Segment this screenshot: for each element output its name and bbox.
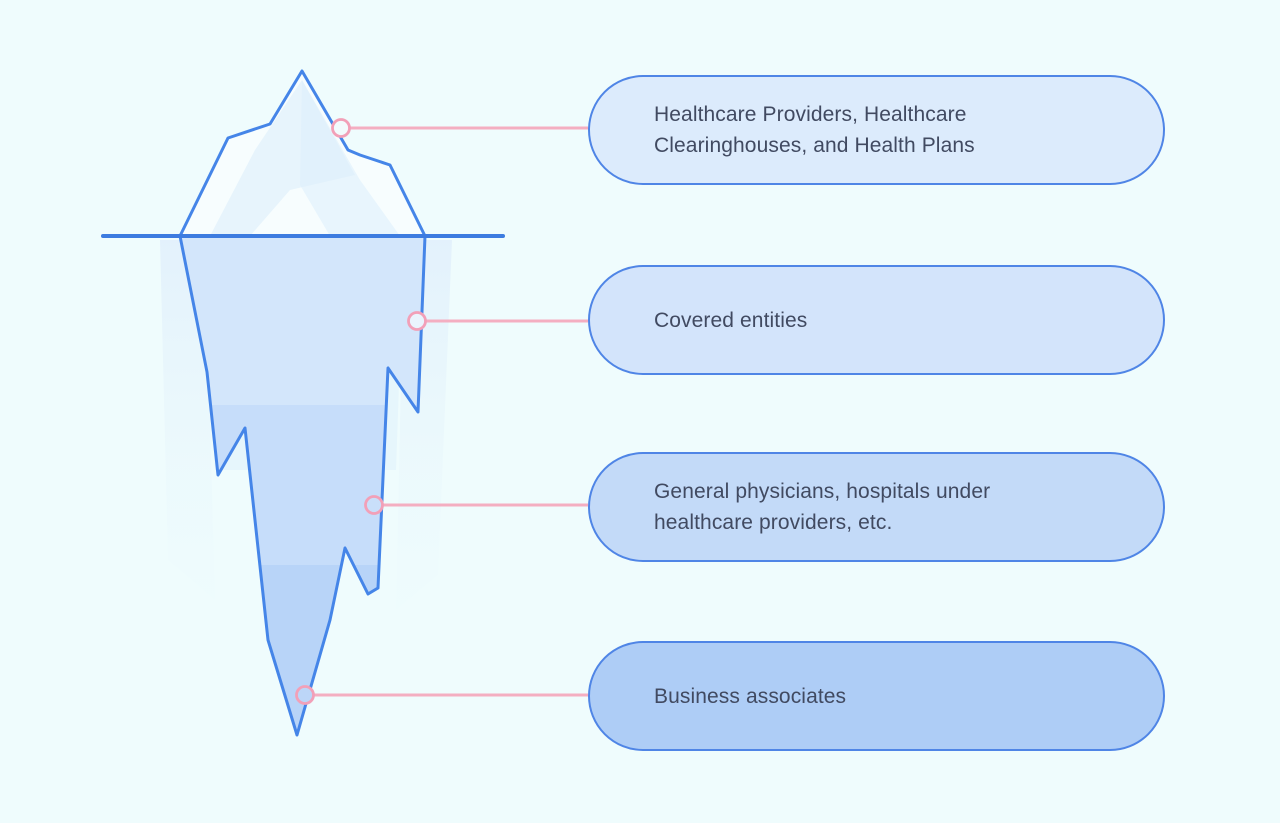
callout-marker-4[interactable] [295,685,315,705]
callout-marker-2[interactable] [407,311,427,331]
callout-label-2[interactable]: Covered entities [588,265,1165,375]
callout-marker-3[interactable] [364,495,384,515]
callout-label-4-text: Business associates [654,684,847,708]
callout-connectors [312,126,588,697]
callout-label-3-text: General physicians, hospitals under heal… [654,480,991,534]
callout-label-2-text: Covered entities [654,308,808,332]
callout-markers [295,118,427,705]
iceberg-tip [178,69,427,238]
callout-label-1[interactable]: Healthcare Providers, Healthcare Clearin… [588,75,1165,185]
callout-label-4[interactable]: Business associates [588,641,1165,751]
callout-label-1-text: Healthcare Providers, Healthcare Clearin… [654,103,975,157]
callout-label-3[interactable]: General physicians, hospitals under heal… [588,452,1165,562]
callout-marker-1[interactable] [331,118,351,138]
